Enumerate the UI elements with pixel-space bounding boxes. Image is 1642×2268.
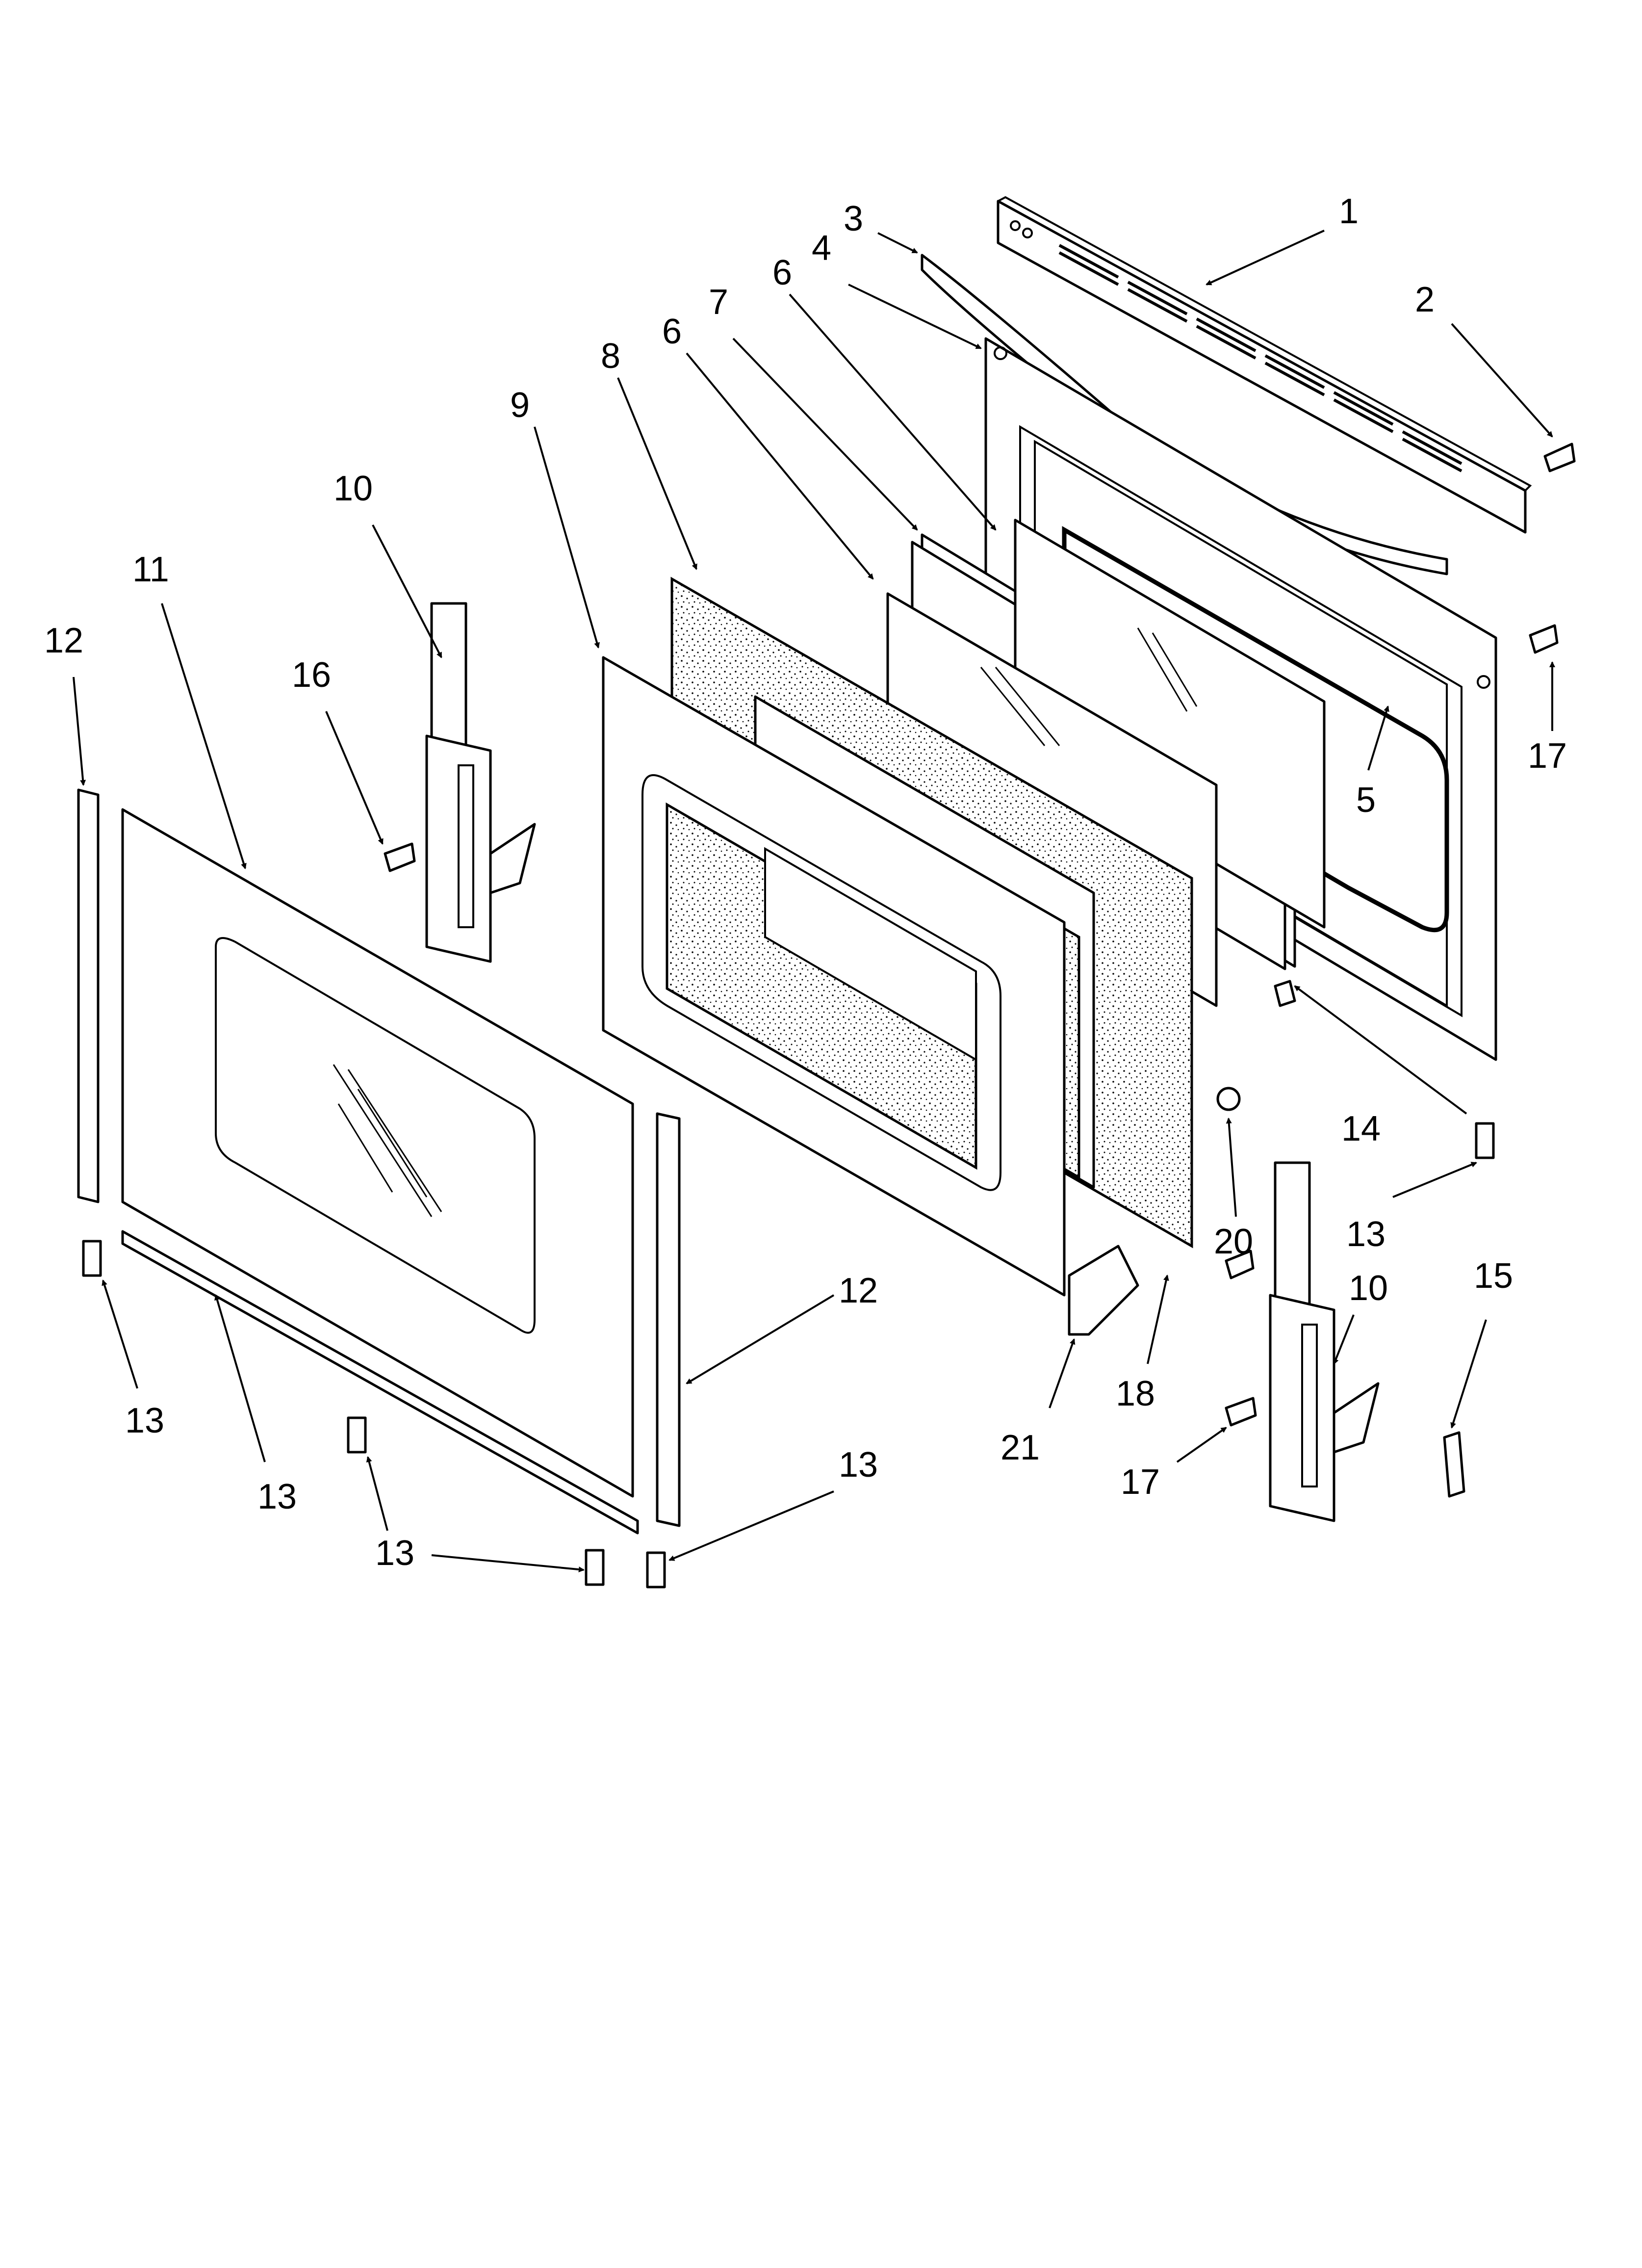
callout-16: 15: [1474, 1256, 1513, 1296]
callout-7: 7: [709, 283, 728, 322]
leader-lines: [73, 230, 1555, 1573]
right-side-trim-part: [656, 1112, 681, 1527]
callout-10a: 10: [334, 469, 373, 508]
callout-4: 4: [812, 229, 831, 268]
callout-18: 17: [1528, 736, 1567, 776]
callout-13c: 13: [839, 1445, 878, 1485]
callout-17a: 16: [292, 655, 331, 695]
callout-5: 5: [1356, 781, 1376, 820]
callout-14: 13: [257, 1477, 297, 1516]
callout-2: 2: [1415, 280, 1435, 319]
callout-20: 18: [1116, 1374, 1155, 1413]
left-hinge-part: [425, 602, 536, 963]
callout-17b: 17: [1121, 1462, 1160, 1502]
callout-13b: 13: [375, 1534, 414, 1573]
callout-13d: 13: [1346, 1215, 1385, 1254]
callout-13a: 13: [125, 1401, 164, 1440]
right-hinge-part: [1269, 1161, 1380, 1522]
callout-21: 20: [1214, 1222, 1253, 1261]
screws-hardware: [82, 443, 1576, 1589]
callout-9: 9: [510, 386, 530, 425]
callout-labels: 1 2 3 4 5 6 6 7 8 9 10 10 11 12 12 13 13…: [44, 192, 1567, 1573]
callout-12a: 12: [44, 621, 83, 660]
callout-6b: 6: [662, 312, 682, 351]
callout-3: 3: [844, 199, 863, 238]
callout-10b: 10: [1349, 1269, 1388, 1308]
bottom-trim-part: [121, 1230, 639, 1535]
door-gasket-part: [1062, 526, 1449, 933]
outer-door-glass-part: [121, 808, 634, 1498]
callout-6a: 6: [772, 253, 792, 292]
door-frame-part: [602, 656, 1066, 1297]
left-side-trim-part: [77, 788, 100, 1203]
callout-8: 8: [601, 337, 620, 376]
callout-12b: 12: [839, 1271, 878, 1310]
callout-1: 1: [1339, 192, 1359, 231]
callout-15: 14: [1341, 1109, 1381, 1148]
callout-22: 21: [1001, 1428, 1040, 1467]
vent-trim-part: [997, 196, 1532, 534]
callout-11: 11: [132, 550, 169, 589]
